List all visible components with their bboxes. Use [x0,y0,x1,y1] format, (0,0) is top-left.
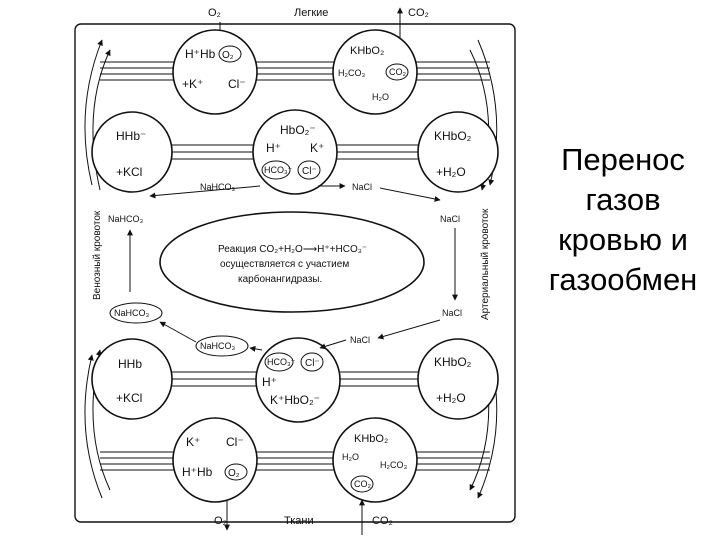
arrow-nacl-to-center [319,339,347,350]
tr-l1: KHbO₂ [350,45,384,57]
bl-o2: O₂ [228,468,240,479]
tissues-label: Ткани [284,515,314,527]
circle-top-left [172,29,258,115]
tl-l1: H⁺Hb [185,47,216,61]
tr-co2-badge [385,63,409,81]
side-title-line4: газообмен [548,262,698,297]
label-nacl-bottom: NaCl [350,335,370,345]
top-o2-label: O₂ [208,7,221,19]
bl-l2: H⁺Hb [182,465,213,479]
mll-l2: +KCl [116,391,142,405]
gas-exchange-diagram: O₂ Легкие CO₂ O₂ Ткани CO₂ [74,7,516,535]
circle-mid-left-upper [91,111,173,193]
tl-l3: Cl⁻ [228,77,246,91]
tc-h: H⁺ [266,141,281,155]
circle-mid-right-lower [417,338,499,420]
br-co2-badge [350,475,374,493]
mlu-l2: +KCl [116,165,142,179]
label-nacl-top: NaCl [352,182,372,192]
mll-l1: HHb [118,357,142,371]
tc-hco3: HCO₃⁻ [264,165,293,175]
tc-cl-badge [297,160,321,180]
tc-cl: Cl⁻ [302,166,317,177]
reaction-line3: карбонангидразы. [238,273,322,285]
circle-bottom-left [172,417,258,503]
br-h2co3: H₂CO₃ [380,460,407,470]
bl-cl: Cl⁻ [226,435,244,449]
arrow-nacl-bottom [377,319,441,340]
arterial-label: Артериальный кровоток [480,208,491,320]
circle-top-right [332,29,418,115]
tl-o2: O₂ [222,50,234,61]
tl-l2: +K⁺ [182,77,203,91]
tc-hco3-badge [261,160,291,180]
circle-bottom-right [332,417,418,503]
lungs-label: Легкие [294,7,328,19]
bc-hco3-badge [264,352,294,372]
reaction-line1: Реакция CO₂+H₂O⟶H⁺+HCO₃⁻ [218,244,367,255]
arrow-nacl-top-right [379,187,441,202]
side-title-line1: Перенос [561,142,685,177]
label-nahco3-bottom-box: NaHCO₃ [200,341,236,351]
tc-l1: HbO₂⁻ [280,123,316,137]
circle-bottom-center [255,337,341,423]
tc-k: K⁺ [310,141,324,155]
circle-mid-right-upper [417,111,499,193]
tl-o2-badge [218,45,242,63]
reaction-line2: осуществляется с участием [220,259,349,270]
br-co2: CO₂ [354,479,372,489]
label-nacl-right: NaCl [440,214,460,224]
side-title-line3: кровью и [558,222,688,257]
bl-o2-badge [224,463,248,481]
bl-k: K⁺ [186,435,200,449]
label-nahco3-left-box: NaHCO₃ [114,308,150,318]
circle-top-center [252,109,338,195]
br-h2o: H₂O [342,452,359,462]
reaction-ellipse [159,211,425,313]
tr-co2: CO₂ [389,67,407,77]
mrl-l2: +H₂O [436,391,466,405]
bc-hco3: HCO₃⁻ [267,357,296,367]
br-l1: KHbO₂ [354,433,388,445]
circle-mid-left-lower [91,338,173,420]
label-nacl-right2: NaCl [442,308,462,318]
mlu-l1: HHb⁻ [116,129,146,143]
label-nahco3-top: NaHCO₃ [200,182,236,192]
bottom-co2-label: CO₂ [372,515,393,527]
tr-h2o: H₂O [372,92,389,102]
bc-h: H⁺ [262,375,277,389]
mru-l1: KHbO₂ [434,129,472,143]
arrow-nahco3-bottom [249,345,263,352]
tr-h2co3: H₂CO₃ [338,68,365,78]
bc-l2: K⁺HbO₂⁻ [270,393,320,407]
bc-cl: Cl⁻ [305,358,320,369]
top-co2-label: CO₂ [408,7,429,19]
side-title: Перенос газов кровью и газообмен [528,140,718,300]
arrow-nahco3-top [149,185,261,199]
label-nahco3-left: NaHCO₃ [108,214,144,224]
outer-frame [74,23,516,523]
nahco3-left-box [109,302,163,324]
nahco3-bottom-box [195,335,249,357]
mrl-l1: KHbO₂ [434,355,472,369]
mru-l2: +H₂O [436,165,466,179]
venous-label: Венозный кровоток [92,210,103,300]
side-title-line2: газов [585,182,661,217]
bottom-o2-label: O₂ [214,515,227,527]
bc-cl-badge [300,352,324,372]
arrow-nahco3-to-left [159,321,197,343]
